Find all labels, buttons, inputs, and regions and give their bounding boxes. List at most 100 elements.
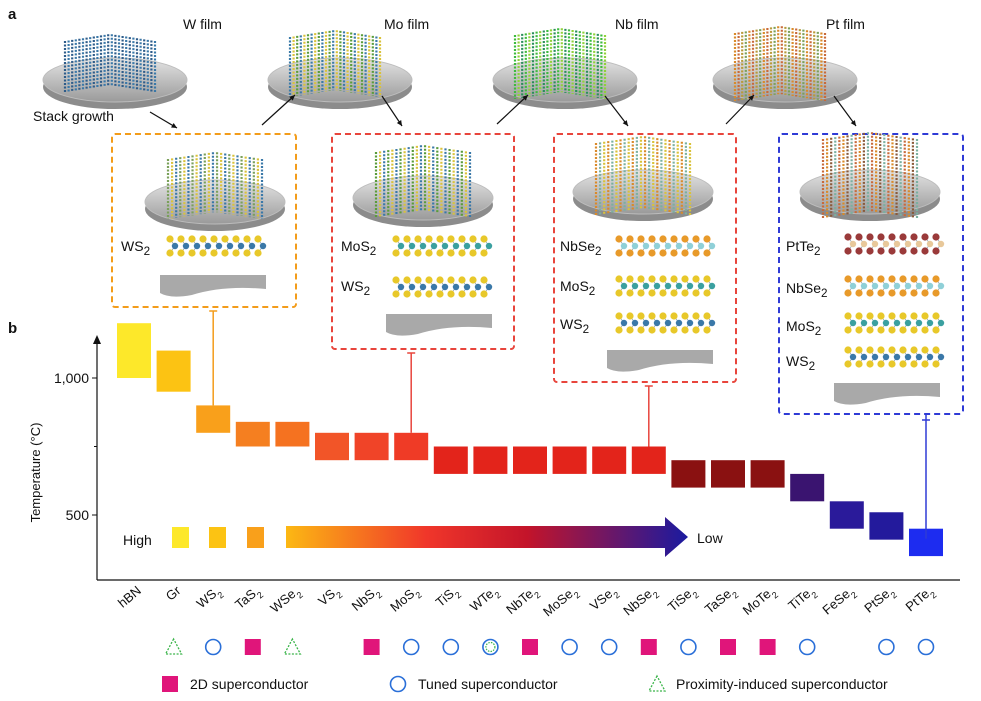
tuned-superconductor-marker: [917, 638, 935, 656]
w-film-wafer-film: [63, 34, 157, 93]
nbse2-atom-layer: [615, 235, 716, 257]
category-label: VSe2: [587, 583, 622, 617]
box4-layer-nbse2-label: NbSe2: [786, 280, 828, 300]
category-label: WS2: [194, 583, 226, 614]
temperature-bar: [750, 460, 785, 488]
box3-layer-ws2-label: WS2: [560, 316, 590, 336]
mos2-atom-layer: [844, 312, 945, 334]
mos2-atom-layer: [615, 275, 716, 297]
nbse2-stack-wafer: [572, 169, 714, 221]
tuned-superconductor-marker: [600, 638, 618, 656]
growth-arrow: [833, 95, 857, 127]
gradient-low-label: Low: [697, 530, 724, 546]
category-label: TaSe2: [702, 583, 741, 620]
nbse2-stack-box: [553, 133, 737, 383]
ws2-stack-box: [111, 133, 297, 308]
tuned-superconductor-marker: [402, 638, 420, 656]
growth-link: [407, 352, 416, 433]
gradient-high-label: High: [123, 532, 152, 548]
category-label: TiS2: [433, 583, 464, 613]
tuned-superconductor-marker: [389, 675, 407, 693]
temperature-bar: [473, 446, 508, 474]
temperature-bar: [829, 501, 864, 529]
mos2-stack-wafer: [352, 175, 494, 227]
growth-arrow: [261, 94, 296, 126]
tuned-superconductor-marker: [204, 638, 222, 656]
ptte2-stack-wafer-film: [821, 132, 919, 219]
category-label: MoTe2: [740, 583, 780, 621]
temperature-bar: [394, 432, 429, 461]
ws2-stack-wafer-film: [166, 152, 264, 219]
growth-arrow: [149, 111, 178, 129]
category-label: hBN: [115, 583, 144, 611]
growth-arrow: [725, 94, 755, 125]
temperature-bar: [790, 473, 825, 502]
category-label: Gr: [163, 582, 184, 603]
temperature-bar: [315, 432, 349, 461]
proximity-superconductor-marker: [647, 674, 667, 692]
w-film-label: W film: [183, 16, 222, 32]
box2-layer-mos2-label: MoS2: [341, 238, 377, 258]
2d-superconductor-marker: [640, 639, 657, 655]
proximity-superconductor-marker: [485, 641, 496, 653]
proximity-superconductor-marker: [283, 637, 302, 655]
growth-arrow: [496, 94, 529, 125]
nbse2-stack-wafer-film: [594, 136, 692, 215]
box4-layer-ws2-label: WS2: [786, 353, 816, 373]
mos2-atom-layer: [392, 235, 493, 257]
mos2-stack-wafer-film: [374, 145, 472, 218]
ws2-atom-layer: [166, 235, 267, 257]
box4-layer-ptte2-label: PtTe2: [786, 238, 821, 258]
pt-film-wafer-film: [733, 26, 827, 101]
ws2-stack-wafer: [144, 179, 286, 231]
nb-film-label: Nb film: [615, 16, 659, 32]
box3-layer-nbse2-label: NbSe2: [560, 238, 602, 258]
temperature-bar: [235, 421, 270, 447]
y-tick-label: 500: [66, 507, 90, 523]
nb-film-wafer-film: [513, 28, 607, 99]
box2-layer-ws2-label: WS2: [341, 278, 371, 298]
category-label: FeSe2: [819, 583, 859, 621]
tuned-superconductor-marker: [482, 638, 499, 656]
category-label: TaS2: [232, 583, 265, 615]
temperature-bar: [513, 446, 547, 474]
box3-layer-mos2-label: MoS2: [560, 278, 596, 298]
temperature-bar: [631, 446, 666, 474]
temperature-bar: [592, 446, 627, 474]
temperature-bar: [196, 405, 231, 433]
category-label: PtSe2: [861, 583, 899, 619]
mo-film-wafer-film: [288, 30, 382, 97]
substrate: [386, 314, 492, 336]
legend-tuned-superconductor-label: Tuned superconductor: [418, 676, 558, 692]
growth-link: [209, 310, 218, 406]
ptte2-atom-layer: [844, 233, 945, 255]
temperature-bar: [552, 446, 587, 474]
growth-arrow: [381, 95, 403, 127]
temperature-bar: [354, 432, 389, 461]
panel-a-letter: a: [8, 6, 17, 23]
panel-b-letter: b: [8, 320, 18, 337]
y-axis-label: Temperature (°C): [28, 423, 43, 523]
gradient-swatch: [172, 527, 189, 548]
temperature-bar: [671, 460, 706, 488]
tuned-superconductor-marker: [442, 638, 460, 656]
temperature-bar: [433, 446, 468, 474]
tuned-superconductor-marker: [561, 638, 578, 656]
temperature-chart: 1,000 500 Temperature (°C) High Low hBN Gr WS…: [28, 310, 960, 693]
growth-arrow: [604, 95, 629, 127]
nbse2-atom-layer: [844, 275, 945, 297]
y-tick-label: 1,000: [54, 370, 89, 386]
2d-superconductor-marker: [759, 639, 776, 655]
stack-growth-label: Stack growth: [33, 108, 114, 124]
substrate: [834, 383, 940, 405]
box4-layer-mos2-label: MoS2: [786, 318, 822, 338]
temperature-gradient-arrow: [286, 517, 688, 557]
temperature-bar: [869, 512, 904, 540]
proximity-superconductor-marker: [164, 637, 183, 655]
gradient-swatch: [247, 527, 264, 548]
2d-superconductor-marker: [720, 639, 736, 655]
temperature-bar: [156, 350, 191, 392]
ws2-atom-layer: [844, 346, 945, 368]
panel-a-illustration: [42, 26, 945, 405]
mo-film-label: Mo film: [384, 16, 430, 32]
